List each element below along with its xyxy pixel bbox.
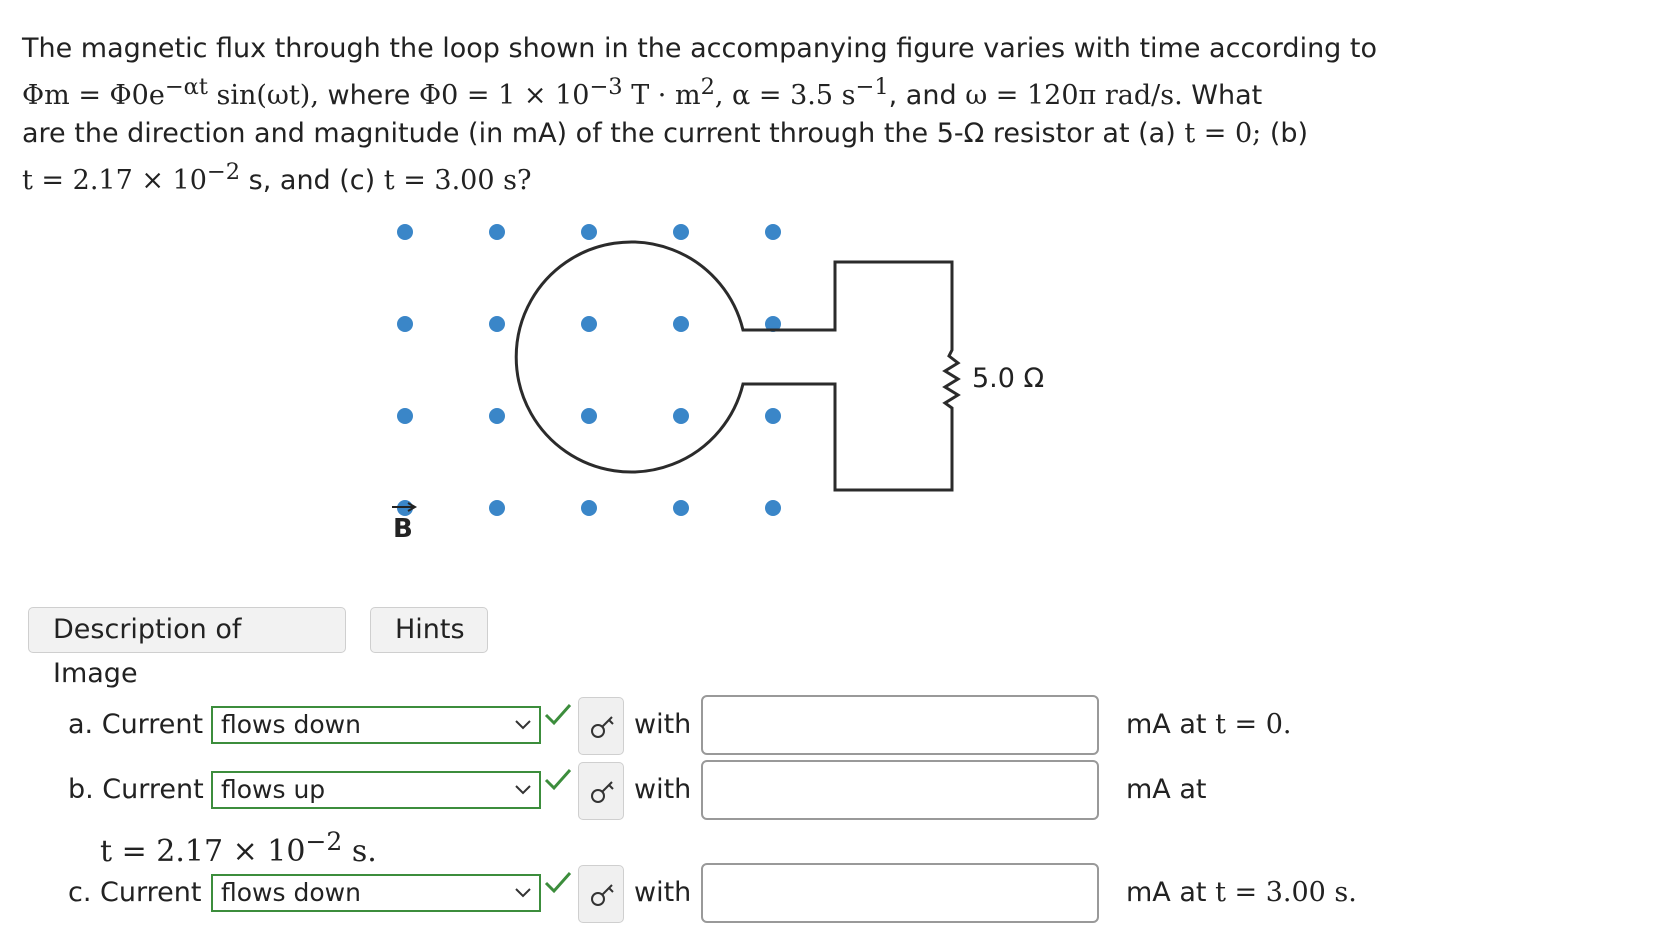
- row-a-selected-value: flows down: [221, 710, 361, 739]
- check-icon: [544, 704, 572, 726]
- hints-button[interactable]: Hints: [370, 607, 488, 653]
- row-a-with-text: with: [634, 709, 692, 740]
- field-dot: [581, 408, 597, 424]
- row-b-with-text: with: [634, 774, 692, 805]
- field-dot: [581, 224, 597, 240]
- magnetic-field-dots: [397, 224, 781, 516]
- row-b-direction-select[interactable]: flows up: [211, 771, 541, 809]
- chevron-down-icon: [515, 785, 531, 795]
- row-b-answer-input[interactable]: [701, 760, 1099, 820]
- key-icon: [591, 716, 614, 738]
- row-b-time-value: t = 2.17 × 10−2 s.: [100, 827, 377, 869]
- field-dot: [765, 500, 781, 516]
- field-dot: [765, 316, 781, 332]
- field-dot: [581, 316, 597, 332]
- field-dot: [673, 224, 689, 240]
- flux-equation: Φm = Φ0e: [22, 80, 165, 111]
- key-button[interactable]: [578, 762, 624, 820]
- field-symbol: B: [393, 514, 413, 544]
- question-line-3: are the direction and magnitude (in mA) …: [22, 118, 1309, 149]
- field-dot: [397, 224, 413, 240]
- row-b-label: b. Current: [68, 774, 204, 805]
- row-c-answer-input[interactable]: [701, 863, 1099, 923]
- row-b-after-text: mA at: [1126, 774, 1207, 805]
- question-line-1: The magnetic flux through the loop shown…: [22, 33, 1378, 64]
- check-icon: [544, 872, 572, 894]
- field-dot: [397, 408, 413, 424]
- resistor-label: 5.0 Ω: [972, 363, 1044, 394]
- row-a-answer-input[interactable]: [701, 695, 1099, 755]
- field-dot: [765, 224, 781, 240]
- chevron-down-icon: [515, 888, 531, 898]
- row-c-with-text: with: [634, 877, 692, 908]
- field-dot: [673, 500, 689, 516]
- vector-arrowhead-icon: [407, 502, 418, 512]
- row-c-after-text: mA at t = 3.00 s.: [1126, 877, 1357, 908]
- field-dot: [765, 408, 781, 424]
- loop-figure: 5.0 Ω B: [392, 224, 1044, 544]
- conducting-loop: [514, 240, 961, 492]
- question-line-2: Φm = Φ0e−αt sin(ωt), where Φ0 = 1 × 10−3…: [22, 74, 1263, 111]
- chevron-down-icon: [515, 720, 531, 730]
- row-a-label: a. Current: [68, 709, 204, 740]
- question-line-4: t = 2.17 × 10−2 s, and (c) t = 3.00 s?: [22, 159, 532, 196]
- row-b-selected-value: flows up: [221, 775, 326, 804]
- description-of-image-button[interactable]: Description of Image: [28, 607, 346, 689]
- b-field-label: B: [392, 502, 418, 544]
- field-dot: [581, 500, 597, 516]
- field-dot: [673, 316, 689, 332]
- field-dot: [489, 500, 505, 516]
- key-icon: [591, 884, 614, 906]
- row-a-after-text: mA at t = 0.: [1126, 709, 1292, 740]
- question-text: The magnetic flux through the loop shown…: [22, 30, 1522, 200]
- check-icon: [544, 769, 572, 791]
- field-dot: [489, 408, 505, 424]
- field-dot: [489, 316, 505, 332]
- row-c-direction-select[interactable]: flows down: [211, 874, 541, 912]
- key-button[interactable]: [578, 697, 624, 755]
- key-button[interactable]: [578, 865, 624, 923]
- row-a-direction-select[interactable]: flows down: [211, 706, 541, 744]
- row-c-selected-value: flows down: [221, 878, 361, 907]
- field-dot: [397, 316, 413, 332]
- row-c-label: c. Current: [68, 877, 202, 908]
- field-dot: [673, 408, 689, 424]
- key-icon: [591, 781, 614, 803]
- field-dot: [489, 224, 505, 240]
